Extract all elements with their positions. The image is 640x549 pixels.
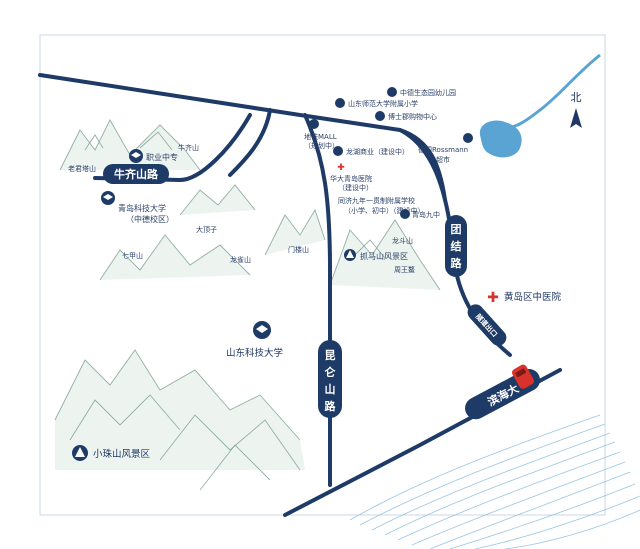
poi-tongji-school[interactable]: 同济九年一贯制附属学校 （小学、初中）（建设中） 青岛九中 <box>338 196 440 219</box>
school-icon <box>400 209 410 219</box>
svg-text:超市: 超市 <box>436 155 450 164</box>
road-badge-kunlunshan[interactable]: 昆 仑 山 路 <box>318 340 342 418</box>
svg-text:（小学、初中）（建设中）: （小学、初中）（建设中） <box>344 206 425 215</box>
road-label-niuqi: 牛齐山路 <box>114 167 159 181</box>
poi-huangdao-tcm[interactable]: ✚ 黄岛区中医院 <box>487 290 561 306</box>
school-icon <box>335 98 345 108</box>
mountain-cluster-nw <box>59 119 201 171</box>
poi-sdust[interactable]: 山东科技大学 <box>226 321 283 359</box>
svg-text:职业中专: 职业中专 <box>146 152 178 162</box>
peak-laojiaozi: 老君塔山 <box>68 164 96 173</box>
shopping-icon <box>309 119 319 129</box>
svg-text:山东科技大学: 山东科技大学 <box>226 347 283 359</box>
poi-rossmann[interactable]: 德国Rossmann 超市 <box>418 133 473 164</box>
svg-text:抓马山风景区: 抓马山风景区 <box>360 251 408 261</box>
svg-text:（中德校区）: （中德校区） <box>126 214 174 224</box>
peak-zhouwangping: 周王鳌 <box>394 265 415 274</box>
poi-boshi-mall[interactable]: 博士郡购物中心 <box>375 111 437 121</box>
school-icon <box>387 87 397 97</box>
svg-text:仑: 仑 <box>325 365 337 379</box>
svg-text:中德生态园幼儿园: 中德生态园幼儿园 <box>400 88 456 97</box>
svg-text:小珠山风景区: 小珠山风景区 <box>93 448 151 460</box>
peak-longshan: 龙雀山 <box>230 255 251 264</box>
mountain-cluster-sw <box>54 349 305 491</box>
road-badge-niuqi[interactable]: 牛齐山路 <box>103 164 169 184</box>
road-kunlunshan <box>303 113 332 487</box>
poi-longhu[interactable]: 龙湖商业（建设中） <box>333 146 409 156</box>
svg-text:同济九年一贯制附属学校: 同济九年一贯制附属学校 <box>338 196 415 205</box>
north-arrow: 北 <box>570 91 582 128</box>
mountain-cluster-w <box>99 184 256 281</box>
svg-text:山: 山 <box>325 382 336 396</box>
svg-text:青岛科技大学: 青岛科技大学 <box>118 203 166 213</box>
svg-text:德国Rossmann: 德国Rossmann <box>418 145 468 154</box>
svg-text:路: 路 <box>325 399 337 413</box>
svg-text:龙湖商业（建设中）: 龙湖商业（建设中） <box>346 147 409 156</box>
hospital-icon: ✚ <box>487 290 499 306</box>
shopping-icon <box>463 133 473 143</box>
hospital-icon: ✚ <box>337 163 345 173</box>
road-label-tuanjie-2: 结 <box>450 239 462 253</box>
road-badge-binhai[interactable]: 滨海大 <box>461 365 544 423</box>
shopping-icon <box>375 111 385 121</box>
poi-sdnu-primary[interactable]: 山东师范大学附属小学 <box>335 98 418 108</box>
road-badge-tuanjie[interactable]: 团 结 路 <box>445 215 467 277</box>
peak-niuqi: 牛齐山 <box>178 143 199 152</box>
peak-menlou: 门楼山 <box>288 245 309 254</box>
peak-longdou: 龙斗山 <box>392 236 413 245</box>
road-niuqi <box>93 113 252 182</box>
map-frame <box>39 34 606 516</box>
svg-text:博士郡购物中心: 博士郡购物中心 <box>388 112 437 121</box>
svg-text:华大青岛医院: 华大青岛医院 <box>330 174 372 183</box>
scenic-xiaozhushan[interactable]: 小珠山风景区 <box>72 445 151 461</box>
poi-vocational-school[interactable]: 职业中专 <box>129 149 178 163</box>
road-label-tuanjie-3: 路 <box>451 256 463 270</box>
poi-huada-hospital[interactable]: ✚ 华大青岛医院 （建设中） <box>330 163 373 192</box>
scenic-zhuashan[interactable]: 抓马山风景区 <box>344 249 408 261</box>
road-branch-mid <box>228 108 272 177</box>
peak-dadingzi: 大顶子 <box>196 225 217 234</box>
svg-text:黄岛区中医院: 黄岛区中医院 <box>504 291 562 303</box>
svg-text:（建设中）: （建设中） <box>338 183 373 192</box>
svg-text:（规划中）: （规划中） <box>304 141 339 150</box>
poi-qust-zhongde[interactable]: 青岛科技大学 （中德校区） <box>101 191 174 224</box>
peak-labels: 牛齐山 老君塔山 大顶子 七甲山 龙雀山 门楼山 龙斗山 周王鳌 <box>68 143 415 274</box>
river <box>504 53 601 130</box>
svg-text:地铁MALL: 地铁MALL <box>304 132 337 141</box>
road-branch-short <box>205 172 230 175</box>
sea-waves <box>349 414 640 549</box>
mountain-cluster-center <box>264 208 441 291</box>
lake <box>479 120 522 158</box>
peak-qijiashan: 七甲山 <box>122 251 143 260</box>
road-label-tuanjie-1: 团 <box>451 223 462 236</box>
poi-metro-mall[interactable]: 地铁MALL （规划中） <box>304 119 339 150</box>
svg-text:山东师范大学附属小学: 山东师范大学附属小学 <box>348 99 418 108</box>
poi-kindergarten[interactable]: 中德生态园幼儿园 <box>387 87 456 97</box>
car-marker <box>512 364 534 389</box>
north-label: 北 <box>571 91 582 104</box>
svg-text:青岛九中: 青岛九中 <box>412 210 440 219</box>
shopping-icon <box>333 146 343 156</box>
road-badge-tunnel[interactable]: 隧道出口 <box>464 301 509 349</box>
svg-text:昆: 昆 <box>325 349 336 362</box>
